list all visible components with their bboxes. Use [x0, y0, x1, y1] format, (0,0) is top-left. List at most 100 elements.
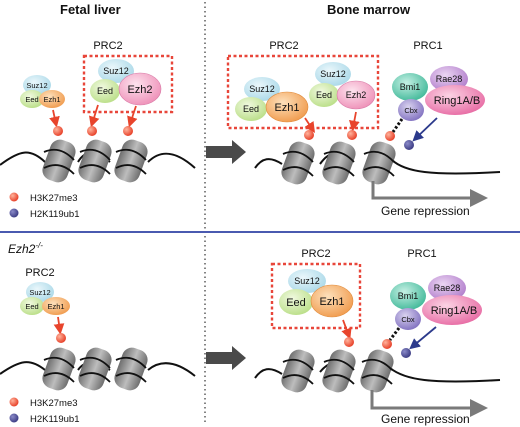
- header-bone-marrow: Bone marrow: [327, 2, 411, 17]
- suz12-protein: [26, 282, 54, 302]
- legend-h3k27me3-swatch: [9, 192, 19, 202]
- suz12-protein: [98, 59, 134, 83]
- gene-repression-label: Gene repression: [381, 412, 470, 426]
- eed-protein: [235, 97, 267, 121]
- h2k119ub1-mark: [404, 140, 414, 150]
- legend-h2k119ub1-label: H2K119ub1: [30, 414, 79, 425]
- legend-h2k119ub1-swatch: [9, 413, 19, 423]
- cbx-binding-link: [388, 327, 401, 341]
- h3k27me3-mark: [123, 126, 133, 136]
- cbx-binding-link: [391, 118, 404, 133]
- top-right-panel: PRC2 Suz12 Eed Ezh1 Suz12 Eed Ezh2 PRC1 …: [226, 40, 501, 218]
- h3k27me3-mark: [385, 131, 395, 141]
- process-arrow: [206, 346, 246, 370]
- ring1ab-protein: [425, 85, 485, 115]
- h3k27me3-mark: [304, 130, 314, 140]
- ezh2-protein: [118, 72, 162, 106]
- prc2-label: PRC2: [93, 40, 122, 52]
- prc2-label: PRC2: [269, 40, 298, 52]
- eed-protein: [309, 83, 339, 107]
- suz12-protein: [23, 75, 51, 95]
- legend-h3k27me3-swatch: [9, 397, 19, 407]
- eed-label: Eed: [97, 86, 113, 96]
- ezh1-protein: [42, 297, 70, 315]
- h2k119ub1-mark: [401, 348, 411, 358]
- ezh1-label: Ezh1: [319, 296, 344, 308]
- legend-h3k27me3-label: H3K27me3: [30, 398, 78, 409]
- legend-h3k27me3-label: H3K27me3: [30, 193, 78, 204]
- nucleosome: [114, 139, 148, 183]
- h3k27me3-mark: [347, 130, 357, 140]
- h3k27me3-mark: [382, 339, 392, 349]
- suz12-protein: [244, 77, 280, 101]
- process-arrow: [206, 140, 246, 164]
- h3k27me3-mark: [87, 126, 97, 136]
- bmi1-protein: [390, 282, 426, 310]
- rae28-protein: [428, 275, 466, 301]
- eed-protein: [20, 297, 44, 315]
- ring1ab-label: Ring1A/B: [431, 305, 477, 317]
- rae28-label: Rae28: [436, 74, 463, 84]
- gene-repression-label: Gene repression: [381, 204, 470, 218]
- suz12-label: Suz12: [29, 288, 50, 297]
- ezh2-label: Ezh2: [346, 90, 367, 100]
- cbx-label: Cbx: [401, 315, 415, 324]
- eed-label: Eed: [25, 95, 38, 104]
- suz12-label: Suz12: [320, 69, 346, 79]
- ezh1-protein: [265, 91, 309, 123]
- prc2-label: PRC2: [301, 248, 330, 260]
- suz12-label: Suz12: [249, 84, 275, 94]
- suz12-label: Suz12: [294, 276, 320, 286]
- arrow-red: [49, 109, 60, 128]
- bmi1-protein: [392, 73, 428, 101]
- nucleosome: [281, 141, 315, 185]
- cbx-protein: [398, 99, 424, 121]
- h3k27me3-mark: [53, 126, 63, 136]
- nucleosome: [322, 141, 356, 185]
- gene-repression-arrow: [370, 390, 488, 417]
- prc2-dashed-box: [82, 54, 174, 114]
- prc2-dashed-box: [226, 54, 380, 130]
- h3k27me3-mark: [56, 333, 66, 343]
- nucleosome: [362, 141, 396, 185]
- ring1ab-label: Ring1A/B: [434, 95, 480, 107]
- suz12-label: Suz12: [103, 66, 129, 76]
- header-fetal-liver: Fetal liver: [60, 2, 121, 17]
- suz12-protein: [315, 62, 351, 86]
- gene-repression-arrow: [371, 181, 488, 207]
- legend-h2k119ub1-label: H2K119ub1: [30, 209, 79, 220]
- nucleosome: [42, 347, 76, 391]
- ezh1-protein: [310, 284, 354, 318]
- ezh1-protein: [39, 90, 65, 108]
- prc2-dashed-box: [270, 262, 362, 330]
- prc2-label: PRC2: [25, 267, 54, 279]
- nucleosome: [360, 349, 394, 393]
- arrow-red: [304, 117, 315, 133]
- nucleosome: [78, 347, 112, 391]
- prc1-label: PRC1: [407, 248, 436, 260]
- nucleosome: [281, 349, 315, 393]
- eed-label: Eed: [316, 90, 332, 100]
- arrow-red: [349, 111, 360, 132]
- arrow-blue: [409, 326, 437, 350]
- eed-protein: [20, 90, 44, 108]
- nucleosome: [42, 139, 76, 183]
- arrow-red: [341, 319, 352, 340]
- eed-protein: [279, 289, 313, 315]
- nucleosome: [114, 347, 148, 391]
- eed-label: Eed: [286, 297, 306, 309]
- suz12-label: Suz12: [26, 81, 47, 90]
- ezh1-label: Ezh1: [274, 102, 299, 114]
- arrow-red: [53, 316, 65, 335]
- ezh2-label: Ezh2: [127, 84, 152, 96]
- bmi1-label: Bmi1: [400, 82, 421, 92]
- prc1-label: PRC1: [413, 40, 442, 52]
- arrow-red: [89, 104, 100, 128]
- bmi1-label: Bmi1: [398, 291, 419, 301]
- eed-label: Eed: [243, 104, 259, 114]
- rae28-label: Rae28: [434, 283, 461, 293]
- ring1ab-protein: [422, 295, 482, 325]
- eed-protein: [90, 79, 120, 103]
- cbx-label: Cbx: [404, 106, 418, 115]
